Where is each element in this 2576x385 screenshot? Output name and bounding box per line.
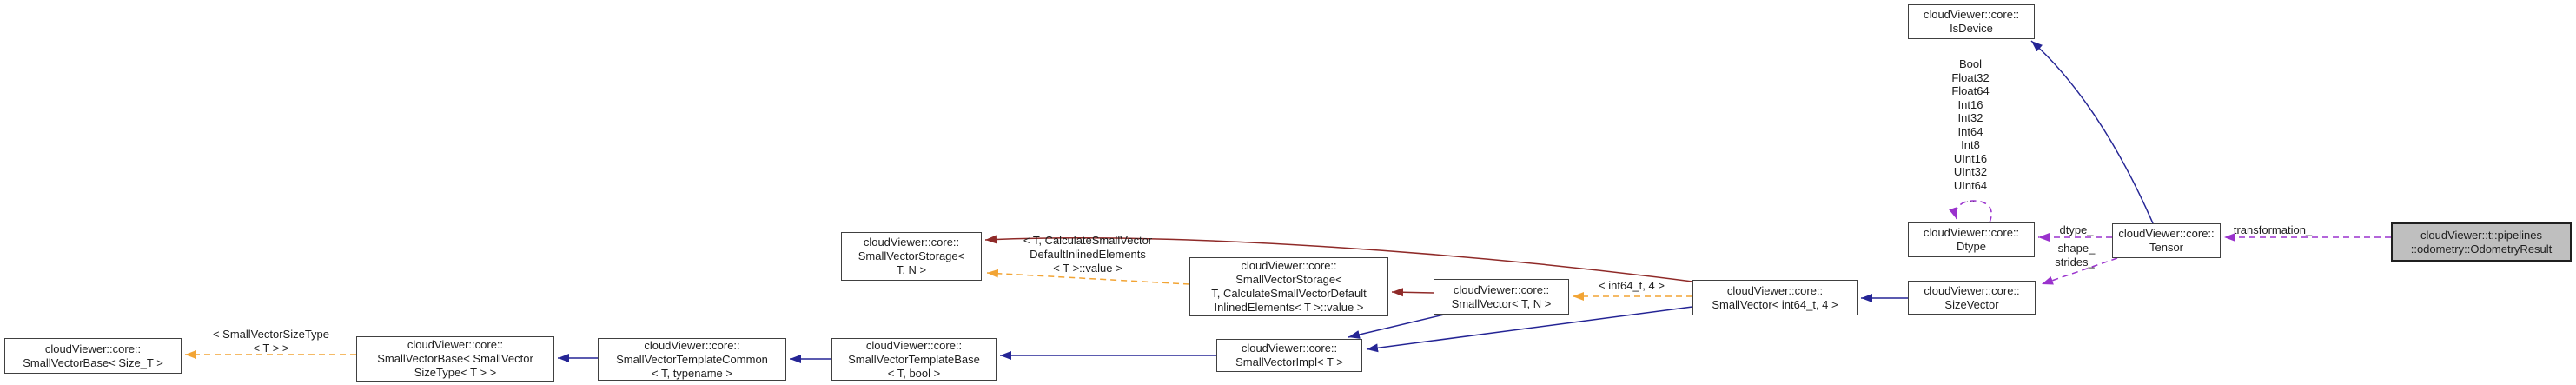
edge-label-label-transformation: transformation_ xyxy=(2234,223,2312,237)
node-label-line: cloudViewer::core:: xyxy=(863,236,960,249)
node-size-vector[interactable]: cloudViewer::core::SizeVector xyxy=(1908,281,2036,315)
edge-label-line: Int16 xyxy=(1957,97,1983,111)
edge-label-line: Int64 xyxy=(1957,124,1983,138)
node-label-line: ::odometry::OdometryResult xyxy=(2410,242,2553,256)
node-label-line: cloudViewer::core:: xyxy=(1241,259,1337,272)
edge-label-line: transformation_ xyxy=(2233,223,2313,236)
node-label-line: SmallVectorBase< SmallVector xyxy=(377,352,533,365)
node-label-line: cloudViewer::core:: xyxy=(1923,226,2020,239)
node-label-line: InlinedElements< T >::value > xyxy=(1214,301,1364,314)
node-template-common[interactable]: cloudViewer::core::SmallVectorTemplateCo… xyxy=(598,338,786,381)
node-base-sizet[interactable]: cloudViewer::core::SmallVectorBase< Size… xyxy=(4,338,182,374)
edge-smallvectortn-to-storagedef xyxy=(1391,288,1434,297)
node-template-base[interactable]: cloudViewer::core::SmallVectorTemplateBa… xyxy=(831,338,997,381)
node-label-line: cloudViewer::core:: xyxy=(1726,283,1824,297)
node-smallvector-impl[interactable]: cloudViewer::core::SmallVectorImpl< T > xyxy=(1216,339,1362,372)
node-label-line: SizeVector xyxy=(1944,297,1999,311)
node-odometry-result: cloudViewer::t::pipelines::odometry::Odo… xyxy=(2391,222,2572,262)
edge-label-line: Float64 xyxy=(1951,84,1990,97)
edge-label-label-strides: strides_ xyxy=(2055,256,2095,269)
edge-label-line: DefaultInlinedElements xyxy=(1030,248,1146,261)
edge-tensor-to-isdevice xyxy=(2030,40,2154,224)
edge-label-line: Int32 xyxy=(1957,111,1983,124)
edge-label-line: < T, CalculateSmallVector xyxy=(1023,234,1153,247)
edge-label-label-sizetype: < SmallVectorSizeType< T > > xyxy=(213,328,329,355)
node-tensor[interactable]: cloudViewer::core::Tensor xyxy=(2112,223,2221,258)
edge-tensor-to-sizevector xyxy=(2041,257,2118,285)
node-label-line: cloudViewer::core:: xyxy=(1923,8,2020,21)
node-label-line: cloudViewer::core:: xyxy=(1453,282,1550,296)
edge-label-line: ... xyxy=(1965,192,1976,205)
edge-label-line: dtype_ xyxy=(2059,223,2094,236)
edge-smallvector64-to-storagetn xyxy=(984,235,1693,282)
edge-label-line: UInt32 xyxy=(1953,165,1988,178)
node-label-line: Dtype xyxy=(1957,240,1986,253)
node-label-line: cloudViewer::t::pipelines xyxy=(2420,228,2542,242)
node-label-line: cloudViewer::core:: xyxy=(2118,227,2215,240)
edge-label-line: strides_ xyxy=(2055,256,2095,269)
edge-label-label-shape: shape_ xyxy=(2058,242,2096,256)
edge-label-line: < T >::value > xyxy=(1053,262,1122,275)
node-smallvector-int64[interactable]: cloudViewer::core::SmallVector< int64_t,… xyxy=(1692,280,1858,315)
edge-storagedef-to-storagetn xyxy=(986,269,1190,285)
edge-label-line: UInt64 xyxy=(1953,178,1988,192)
node-smallvector-tn[interactable]: cloudViewer::core::SmallVector< T, N > xyxy=(1434,279,1569,315)
edge-label-line: < T > > xyxy=(253,342,289,355)
edge-dtype-self-loop xyxy=(1949,200,1992,223)
node-label-line: IsDevice xyxy=(1950,22,1993,35)
node-label-line: T, CalculateSmallVectorDefault xyxy=(1211,287,1367,300)
node-label-line: SmallVectorImpl< T > xyxy=(1235,355,1343,368)
edge-label-line: Bool xyxy=(1958,57,1983,70)
node-label-line: SmallVector< T, N > xyxy=(1451,296,1552,310)
node-base-sizetype[interactable]: cloudViewer::core::SmallVectorBase< Smal… xyxy=(356,336,554,382)
node-label-line: cloudViewer::core:: xyxy=(407,338,504,351)
node-label-line: SmallVectorStorage< xyxy=(1235,273,1342,286)
node-label-line: < T, typename > xyxy=(652,366,732,380)
edge-label-line: < int64_t, 4 > xyxy=(1599,279,1665,292)
node-label-line: cloudViewer::core:: xyxy=(1924,283,2020,297)
node-label-line: SmallVectorStorage< xyxy=(858,249,965,262)
node-label-line: T, N > xyxy=(896,263,927,276)
node-label-line: SmallVectorTemplateCommon xyxy=(616,352,768,366)
edge-label-line: < SmallVectorSizeType xyxy=(212,328,330,341)
node-label-line: < T, bool > xyxy=(887,366,941,380)
node-dtype[interactable]: cloudViewer::core::Dtype xyxy=(1908,222,2035,257)
node-label-line: cloudViewer::core:: xyxy=(865,338,963,352)
node-label-line: Tensor xyxy=(2149,241,2184,254)
edge-label-label-int64-4: < int64_t, 4 > xyxy=(1599,279,1665,293)
edge-label-line: Int8 xyxy=(1961,138,1980,151)
node-label-line: cloudViewer::core:: xyxy=(644,338,740,352)
node-label-line: SizeType< T > > xyxy=(414,366,497,379)
node-is-device[interactable]: cloudViewer::core::IsDevice xyxy=(1908,4,2035,39)
edge-label-line: shape_ xyxy=(2057,242,2096,255)
edge-smallvector64-to-impl xyxy=(1366,306,1693,353)
node-storage-tn[interactable]: cloudViewer::core::SmallVectorStorage<T,… xyxy=(841,232,982,281)
edge-smallvectortn-to-impl xyxy=(1348,314,1445,339)
node-label-line: cloudViewer::core:: xyxy=(44,342,142,355)
node-label-line: SmallVectorBase< Size_T > xyxy=(23,355,163,369)
edge-label-line: Float32 xyxy=(1951,70,1990,84)
node-label-line: cloudViewer::core:: xyxy=(1241,342,1338,355)
edge-label-label-dtype: dtype_ xyxy=(2059,223,2093,237)
node-storage-default[interactable]: cloudViewer::core::SmallVectorStorage<T,… xyxy=(1189,257,1388,316)
node-label-line: SmallVectorTemplateBase xyxy=(848,352,980,366)
edge-label-line: UInt16 xyxy=(1953,151,1988,165)
node-label-line: SmallVector< int64_t, 4 > xyxy=(1712,297,1838,311)
